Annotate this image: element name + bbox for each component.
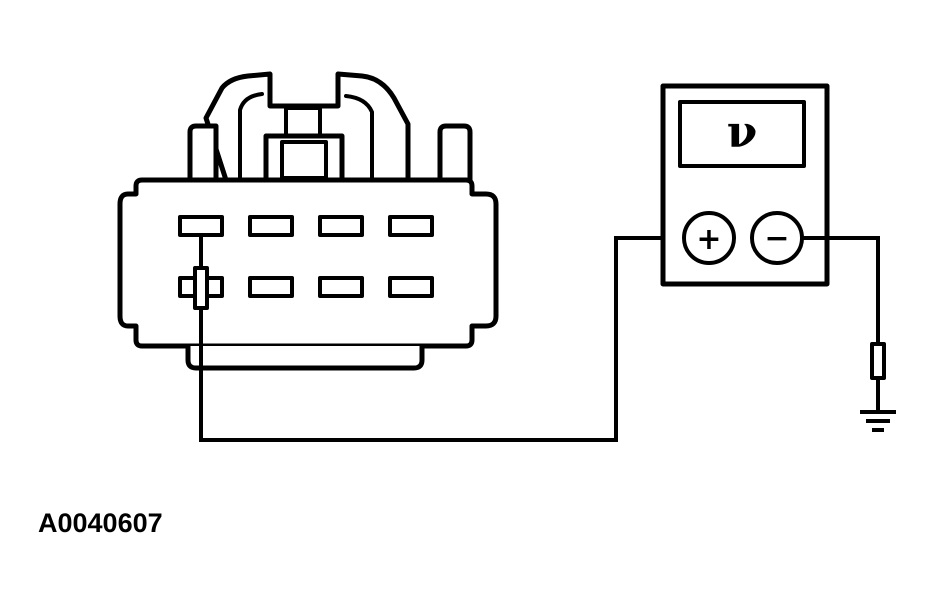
- ground-symbol: [860, 410, 896, 432]
- latch-inner-left: [238, 92, 264, 182]
- terminal-cavity: [178, 215, 224, 237]
- voltage-symbol: ν: [727, 107, 758, 158]
- connector-skirt: [185, 343, 425, 371]
- connector-left-post: [187, 123, 219, 183]
- connector-housing: [117, 177, 499, 349]
- terminal-cavity: [388, 276, 434, 298]
- terminal-cavity: [318, 276, 364, 298]
- negative-lead-wire: [802, 236, 880, 344]
- terminal-cavity: [248, 215, 294, 237]
- probe-tip: [193, 266, 209, 310]
- terminal-cavity: [318, 215, 364, 237]
- positive-sign: +: [696, 222, 721, 257]
- latch-inner-right: [344, 94, 374, 182]
- latch-key: [284, 106, 322, 138]
- positive-terminal: [682, 211, 736, 265]
- negative-sign: −: [764, 221, 789, 256]
- connector: [117, 71, 499, 371]
- figure-id: A0040607: [38, 508, 163, 538]
- terminal-cavity: [388, 215, 434, 237]
- multimeter-display: [678, 100, 806, 168]
- latch-tab-inner: [280, 140, 328, 180]
- positive-lead-wire: [199, 236, 686, 442]
- multimeter: ν + −: [660, 83, 830, 287]
- ground-probe: [870, 342, 886, 412]
- ground-probe-clip: [870, 342, 886, 380]
- connector-right-post: [437, 123, 473, 183]
- terminal-cavity: [248, 276, 294, 298]
